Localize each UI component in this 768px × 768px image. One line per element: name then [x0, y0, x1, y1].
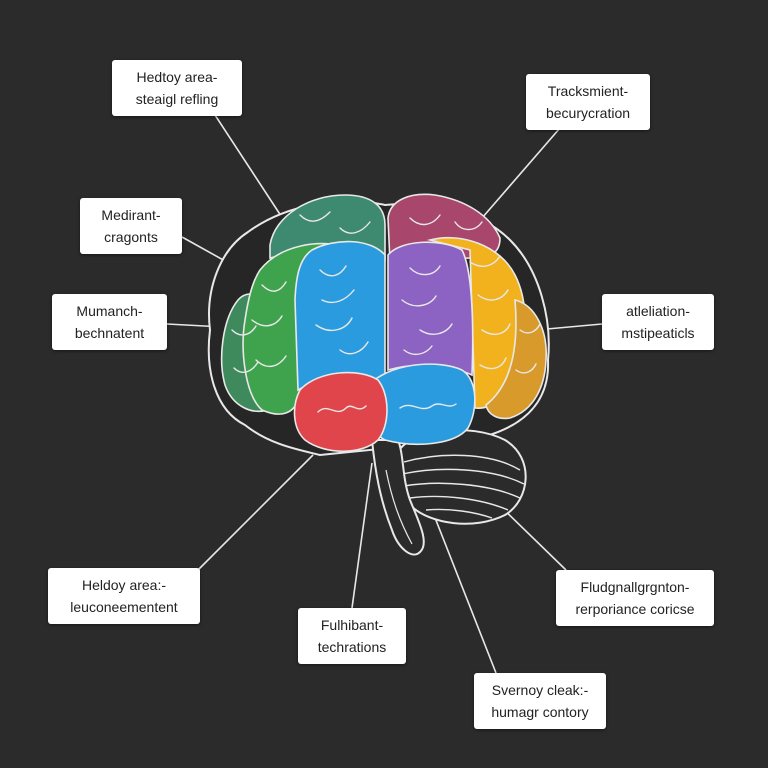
- label-top-right: Tracksmient- becurycration: [526, 74, 650, 130]
- label-mid-left: Mumanch- bechnatent: [52, 294, 167, 350]
- label-mid-right: atleliation- mstipeaticls: [602, 294, 714, 350]
- label-top-right-line2: becurycration: [545, 105, 631, 121]
- connector-bottom-left: [197, 454, 314, 571]
- label-mid-right-line1: atleliation-: [626, 303, 690, 319]
- connector-top-right: [481, 127, 561, 219]
- lobe-purple: [387, 241, 474, 377]
- label-bottom-right: Fludgnallgrgnton- rerporiance coricse: [556, 570, 714, 626]
- label-top-left-line2: steaigl refling: [135, 91, 219, 107]
- label-bottom-right-line1: Fludgnallgrgnton-: [580, 579, 690, 595]
- label-bottom-lower: Svernoy cleak:- humagr contory: [474, 673, 606, 729]
- label-mid-left-line2: bechnatent: [74, 325, 145, 341]
- label-bottom-center-line2: techrations: [317, 639, 387, 655]
- connector-lines: [166, 114, 603, 674]
- label-top-right-line1: Tracksmient-: [547, 83, 629, 99]
- label-bottom-left-line1: Heldoy area:-: [81, 577, 167, 593]
- label-bottom-center-line1: Fulhibant-: [320, 617, 384, 633]
- label-bottom-lower-line2: humagr contory: [491, 704, 589, 720]
- connector-top-left: [214, 114, 286, 223]
- label-bottom-left-line2: leuconeementent: [70, 599, 178, 615]
- label-bottom-lower-line1: Svernoy cleak:-: [491, 682, 589, 698]
- connector-bottom-center: [351, 462, 373, 609]
- label-mid-left-upper-line2: cragonts: [104, 229, 158, 245]
- brain-stem: [370, 439, 425, 556]
- label-top-left-line1: Hedtoy area-: [136, 69, 218, 85]
- label-bottom-right-line2: rerporiance coricse: [575, 601, 695, 617]
- brain-folds: [231, 211, 541, 413]
- label-mid-left-line1: Mumanch-: [76, 303, 143, 319]
- label-mid-left-upper-line1: Medirant-: [101, 207, 161, 223]
- label-mid-right-line2: mstipeaticls: [621, 325, 695, 341]
- connector-bottom-lower: [429, 504, 497, 674]
- lobe-red: [293, 371, 388, 453]
- brain-stem-groove: [385, 469, 413, 545]
- label-bottom-left: Heldoy area:- leuconeementent: [48, 568, 200, 624]
- label-top-left: Hedtoy area- steaigl refling: [112, 60, 242, 116]
- lobe-gold-right: [485, 298, 547, 420]
- lobe-blue-left: [294, 240, 386, 392]
- label-mid-left-upper: Medirant- cragonts: [80, 198, 182, 254]
- label-bottom-center: Fulhibant- techrations: [298, 608, 406, 664]
